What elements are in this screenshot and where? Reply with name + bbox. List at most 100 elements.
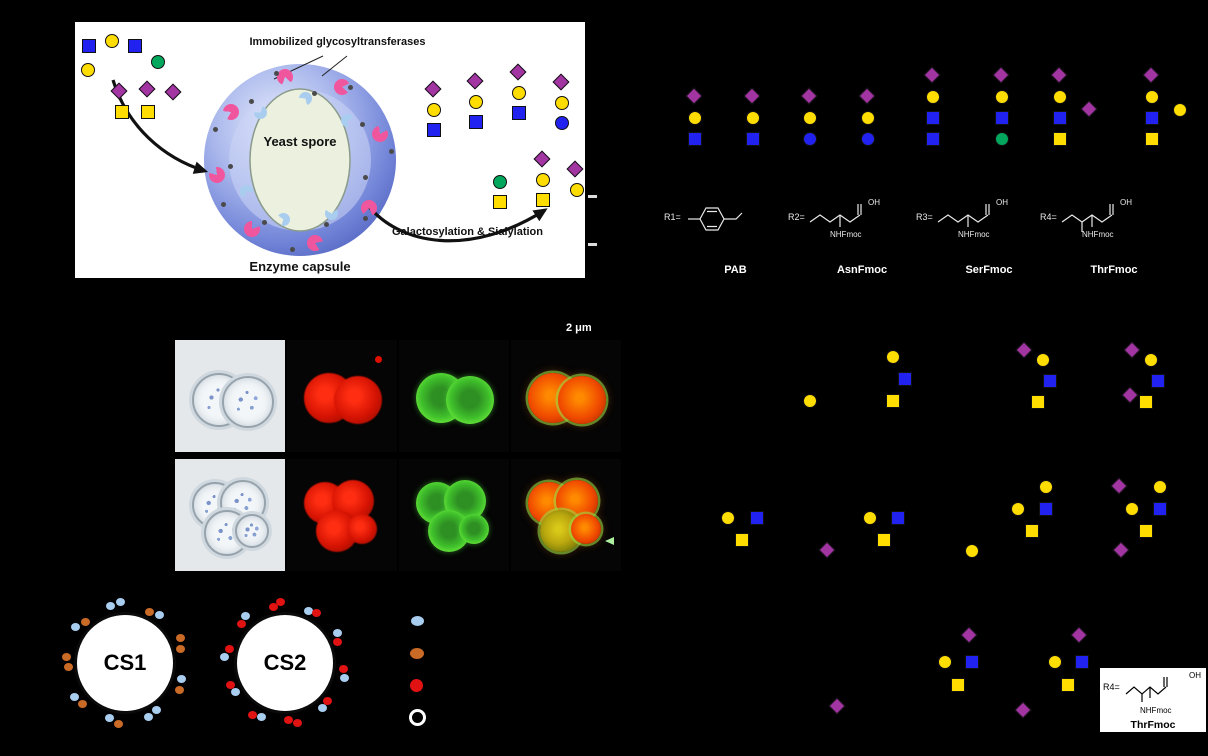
- r2-label: R2=: [788, 212, 805, 222]
- chem-structure-pab: R1= PAB: [664, 194, 779, 276]
- glycan-purple-diamond: [1015, 341, 1033, 359]
- pab-skeletal-structure: [688, 207, 743, 231]
- capsule-coating-dot-lightblue: [219, 652, 229, 661]
- spore-cell: [446, 376, 494, 424]
- glycan-yellow-circle: [1048, 655, 1062, 669]
- glycan-yellow-circle: [965, 544, 979, 558]
- glycan-yellow-square: [1139, 395, 1153, 409]
- legend-open-capsule-icon: [409, 709, 426, 726]
- glycosyltransferase-icon: [334, 79, 350, 96]
- enzyme-crescent-icon: [239, 184, 253, 198]
- chem-structure-asnfmoc: R2= OH NHFmoc AsnFmoc: [788, 194, 908, 276]
- glycan-blue-square: [750, 511, 764, 525]
- spore-cell: [571, 514, 601, 544]
- glycan-purple-diamond: [800, 87, 818, 105]
- cs2-label: CS2: [263, 650, 307, 675]
- nanoparticle-dot: [323, 222, 329, 228]
- glycan-green-circle: [995, 132, 1009, 146]
- glycosyltransferase-icon: [243, 220, 260, 237]
- galactosylation-label: Galactosylation & Sialylation: [392, 226, 543, 238]
- glycan-purple-diamond: [1110, 477, 1128, 495]
- micro-image-green-fluorescence-row1: [399, 340, 509, 452]
- cs1-label: CS1: [103, 650, 147, 675]
- glycan-blue-square: [1043, 374, 1057, 388]
- enzyme-crescent-icon: [277, 213, 291, 227]
- glycan-purple-diamond: [1070, 626, 1088, 644]
- micro-image-merged-fluorescence-row2: [511, 459, 621, 571]
- red-fluorescence-speck: [375, 356, 382, 363]
- glycosyltransferase-icon: [306, 234, 323, 251]
- glycan-yellow-circle: [863, 511, 877, 525]
- glycan-purple-diamond: [685, 87, 703, 105]
- glycan-blue-square: [746, 132, 760, 146]
- nanoparticle-dot: [362, 216, 368, 222]
- legend-dot-lightblue: [411, 616, 424, 626]
- glycan-yellow-square: [1053, 132, 1067, 146]
- spore-cell: [558, 376, 606, 424]
- glycan-purple-diamond: [923, 66, 941, 84]
- glycan-yellow-square: [1025, 524, 1039, 538]
- glycan-purple-diamond: [1121, 386, 1139, 404]
- capsule-coating-dot-orange: [175, 645, 185, 654]
- glycan-yellow-circle: [688, 111, 702, 125]
- thrfmoc-skeletal-structure: [1061, 204, 1114, 232]
- capsule-coating-dot-lightblue: [71, 623, 81, 632]
- glycan-blue-square: [1075, 655, 1089, 669]
- glycan-yellow-circle: [803, 111, 817, 125]
- glycan-yellow-circle: [746, 111, 760, 125]
- glycan-yellow-circle: [886, 350, 900, 364]
- nanoparticle-dot: [389, 149, 395, 155]
- capsule-coating-dot-red: [276, 598, 286, 607]
- label-pointer-line: [321, 55, 348, 77]
- glycan-yellow-circle: [938, 655, 952, 669]
- glycan-yellow-square: [1145, 132, 1159, 146]
- capsule-coating-dot-red: [322, 697, 332, 706]
- micro-image-brightfield-row1: [175, 340, 285, 452]
- legend-dot-orange: [410, 648, 424, 659]
- enzyme-crescent-icon: [340, 113, 354, 127]
- capsule-coating-dot-orange: [145, 607, 155, 616]
- capsule-coating-dot-orange: [80, 617, 90, 626]
- serfmoc-name: SerFmoc: [965, 264, 1013, 276]
- thrfmoc-name: ThrFmoc: [1130, 719, 1176, 731]
- glycan-yellow-square: [886, 394, 900, 408]
- glycan-blue-square: [1053, 111, 1067, 125]
- nanoparticle-dot: [248, 99, 254, 105]
- glycosyltransferase-icon: [360, 200, 377, 217]
- glycan-blue-square: [688, 132, 702, 146]
- capsule-coating-dot-red: [236, 619, 246, 628]
- glycan-blue-square: [1153, 502, 1167, 516]
- glycan-blue-square: [1039, 502, 1053, 516]
- capsule-coating-dot-lightblue: [155, 611, 165, 620]
- scale-bar-label: 2 μm: [566, 322, 592, 334]
- spore-cell: [222, 376, 274, 428]
- micro-image-red-fluorescence-row1: [287, 340, 397, 452]
- glycan-blue-square: [1151, 374, 1165, 388]
- glycan-yellow-circle: [861, 111, 875, 125]
- glycan-blue-circle: [861, 132, 875, 146]
- nhfmoc-label: NHFmoc: [830, 230, 862, 239]
- capsule-coating-dot-lightblue: [177, 675, 187, 684]
- pab-name: PAB: [724, 264, 747, 276]
- nanoparticle-dot: [359, 121, 365, 127]
- glycan-yellow-circle: [1145, 90, 1159, 104]
- glycan-yellow-circle: [1153, 480, 1167, 494]
- glycan-purple-diamond: [1142, 66, 1160, 84]
- r3-label: R3=: [916, 212, 933, 222]
- asnfmoc-skeletal-structure: [809, 204, 862, 227]
- capsule-coating-dot-orange: [114, 719, 124, 728]
- capsule-coating-dot-orange: [78, 699, 88, 708]
- enzyme-capsule-caption: Enzyme capsule: [249, 259, 351, 274]
- glycan-blue-square: [926, 111, 940, 125]
- thrfmoc-structure-box: R4= OH NHFmoc ThrFmoc: [1100, 668, 1206, 732]
- r4-label: R4=: [1040, 212, 1057, 222]
- glycan-yellow-circle: [1011, 502, 1025, 516]
- micro-image-brightfield-row2: [175, 459, 285, 571]
- capsule-coating-dot-red: [333, 637, 343, 646]
- capsule-coating-dot-lightblue: [241, 612, 251, 621]
- capsule-coating-dot-lightblue: [339, 673, 349, 682]
- glycan-yellow-circle: [1036, 353, 1050, 367]
- oh-label: OH: [868, 198, 880, 207]
- capsule-coating-dot-lightblue: [104, 713, 114, 722]
- spore-cell: [235, 514, 269, 548]
